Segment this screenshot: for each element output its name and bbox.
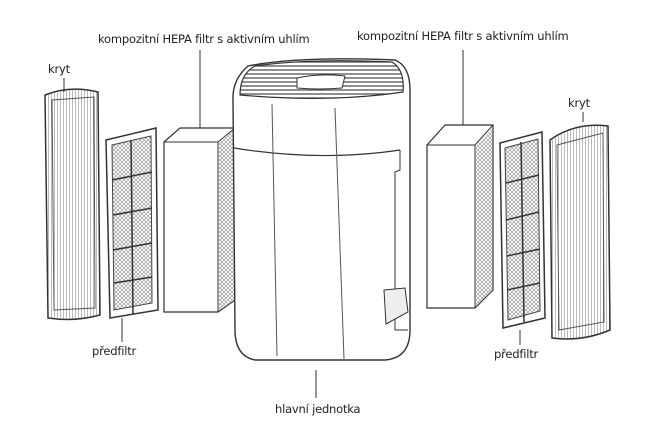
label-prefilter-right: předfiltr — [494, 347, 539, 361]
left-cover — [44, 88, 101, 321]
label-main-unit: hlavní jednotka — [275, 402, 361, 416]
main-unit — [232, 58, 411, 361]
label-cover-right: kryt — [568, 96, 590, 110]
label-prefilter-left: předfiltr — [92, 344, 137, 358]
label-hepa-filter-left: kompozitní HEPA filtr s aktivním uhlím — [98, 32, 310, 46]
label-cover-left: kryt — [48, 62, 70, 76]
leader-lines — [63, 50, 584, 398]
right-prefilter — [499, 131, 546, 329]
left-prefilter — [105, 127, 159, 319]
label-hepa-filter-right: kompozitní HEPA filtr s aktivním uhlím — [357, 29, 569, 43]
right-hepa-filter — [426, 124, 494, 309]
right-cover — [549, 124, 611, 340]
left-hepa-filter — [163, 127, 236, 313]
